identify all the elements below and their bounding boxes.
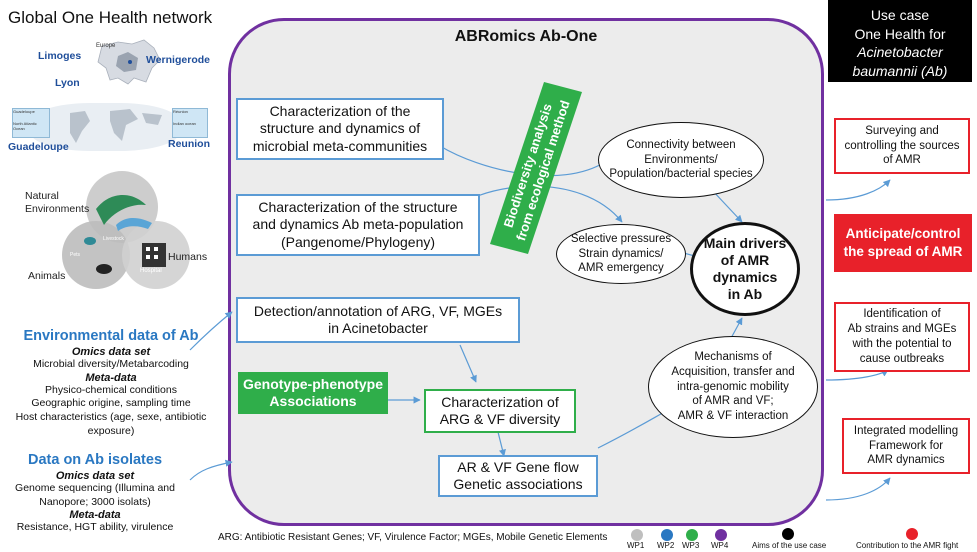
isolates-meta-value: Resistance, HGT ability, virulence [16, 521, 174, 534]
abbrev-footnote: ARG: Antibiotic Resistant Genes; VF, Vir… [218, 532, 608, 543]
box-identification: Identification of Ab strains and MGEs wi… [834, 302, 970, 372]
inset-atlantic-label: North Atlantic Ocean [13, 120, 37, 132]
isolates-omics-value-1: Genome sequencing (Illumina and [15, 482, 175, 494]
oval-selective: Selective pressures Strain dynamics/ AMR… [556, 224, 686, 284]
one-health-hub [60, 165, 220, 295]
env-data-block: Environmental data of Ab Omics data set … [0, 328, 222, 438]
hospital-label: Hospital [140, 268, 162, 274]
use-case-header: Use case One Health for Acinetobacter ba… [828, 0, 972, 82]
guadeloupe-inset: Guadeloupe North Atlantic Ocean [12, 108, 50, 138]
guadeloupe-label: Guadeloupe [8, 141, 69, 153]
inset-indian-label: Indian ocean [173, 120, 196, 126]
env-meta-value-2: Geographic origine, sampling time [31, 397, 191, 410]
arrow-frame-to-survey [825, 179, 891, 201]
box-modelling: Integrated modelling Framework for AMR d… [842, 418, 970, 474]
box-meta-communities: Characterization of the structure and dy… [236, 98, 444, 160]
box-genotype-phenotype: Genotype-phenotype Associations [238, 372, 388, 414]
isolates-meta-label: Meta-data [69, 509, 121, 522]
oval-main-drivers: Main drivers of AMR dynamics in Ab [690, 222, 800, 316]
humans-label: Humans [168, 251, 208, 263]
env-omics-value: Microbial diversity/Metabarcoding [33, 358, 189, 370]
main-title: ABRomics Ab-One [454, 28, 598, 45]
biodiversity-banner: Biodiversity analysis from ecological me… [486, 80, 586, 256]
network-title: Global One Health network [8, 8, 213, 27]
wernigerode-label: Wernigerode [146, 54, 210, 66]
env-meta-value-3: Host characteristics (age, sexe, antibio… [15, 410, 207, 423]
use-case-line-2: One Health for [854, 25, 946, 42]
lyon-label: Lyon [55, 77, 80, 89]
animals-label: Animals [28, 270, 66, 282]
box-meta-population: Characterization of the structure and dy… [236, 194, 480, 256]
isolates-title: Data on Ab isolates [27, 452, 163, 468]
legend-dot-wp4 [715, 529, 727, 541]
use-case-line-3: Acinetobacter [857, 44, 943, 61]
legend-dot-wp3 [686, 529, 698, 541]
use-case-line-4: baumannii (Ab) [852, 62, 948, 79]
env-data-title: Environmental data of Ab [23, 328, 199, 344]
legend-wp3: WP3 [682, 541, 700, 550]
box-detection: Detection/annotation of ARG, VF, MGEs in… [236, 297, 520, 343]
inset-guadeloupe-label: Guadeloupe [13, 109, 35, 114]
legend-wp4: WP4 [711, 541, 729, 550]
legend-wp1: WP1 [627, 541, 645, 550]
europe-label: Europe [96, 43, 116, 49]
legend-dot-wp1 [631, 529, 643, 541]
legend-dot-aims [782, 528, 794, 540]
isolates-omics-value-2: Nanopore; 3000 isolats) [39, 495, 151, 508]
legend-dot-wp2 [661, 529, 673, 541]
box-arg-diversity: Characterization of ARG & VF diversity [424, 389, 576, 433]
box-anticipate: Anticipate/control the spread of AMR [834, 214, 972, 272]
arrow-frame-to-model [825, 477, 891, 501]
env-meta-value-4: exposure) [87, 424, 135, 437]
legend-aims: Aims of the use case [752, 541, 827, 550]
inset-reunion-label: Réunion [173, 109, 188, 114]
reunion-label: Reunion [168, 138, 210, 150]
oval-connectivity: Connectivity between Environments/ Popul… [598, 122, 764, 198]
box-surveying: Surveying and controlling the sources of… [834, 118, 970, 174]
arrow-isolates-to-frame [189, 459, 233, 481]
env-meta-value-1: Physico-chemical conditions [45, 383, 177, 396]
isolates-omics-label: Omics data set [55, 470, 135, 482]
legend-wp2: WP2 [657, 541, 675, 550]
natural-env-label: Natural Environments [25, 190, 90, 216]
world-map [30, 103, 180, 151]
env-omics-label: Omics data set [71, 346, 151, 358]
env-meta-label: Meta-data [85, 371, 137, 384]
box-gene-flow: AR & VF Gene flow Genetic associations [438, 455, 598, 497]
pets-label: Pets [70, 252, 81, 258]
limoges-label: Limoges [38, 50, 82, 62]
isolates-data-block: Data on Ab isolates Omics data set Genom… [0, 452, 190, 535]
legend-dot-contribution [906, 528, 918, 540]
europe-map [88, 38, 168, 88]
use-case-line-1: Use case [870, 7, 930, 23]
livestock-label: Livestock [103, 236, 124, 242]
reunion-inset: Réunion Indian ocean [172, 108, 208, 138]
oval-mechanisms: Mechanisms of Acquisition, transfer and … [648, 336, 818, 438]
legend-contribution: Contribution to the AMR fight [856, 541, 959, 550]
